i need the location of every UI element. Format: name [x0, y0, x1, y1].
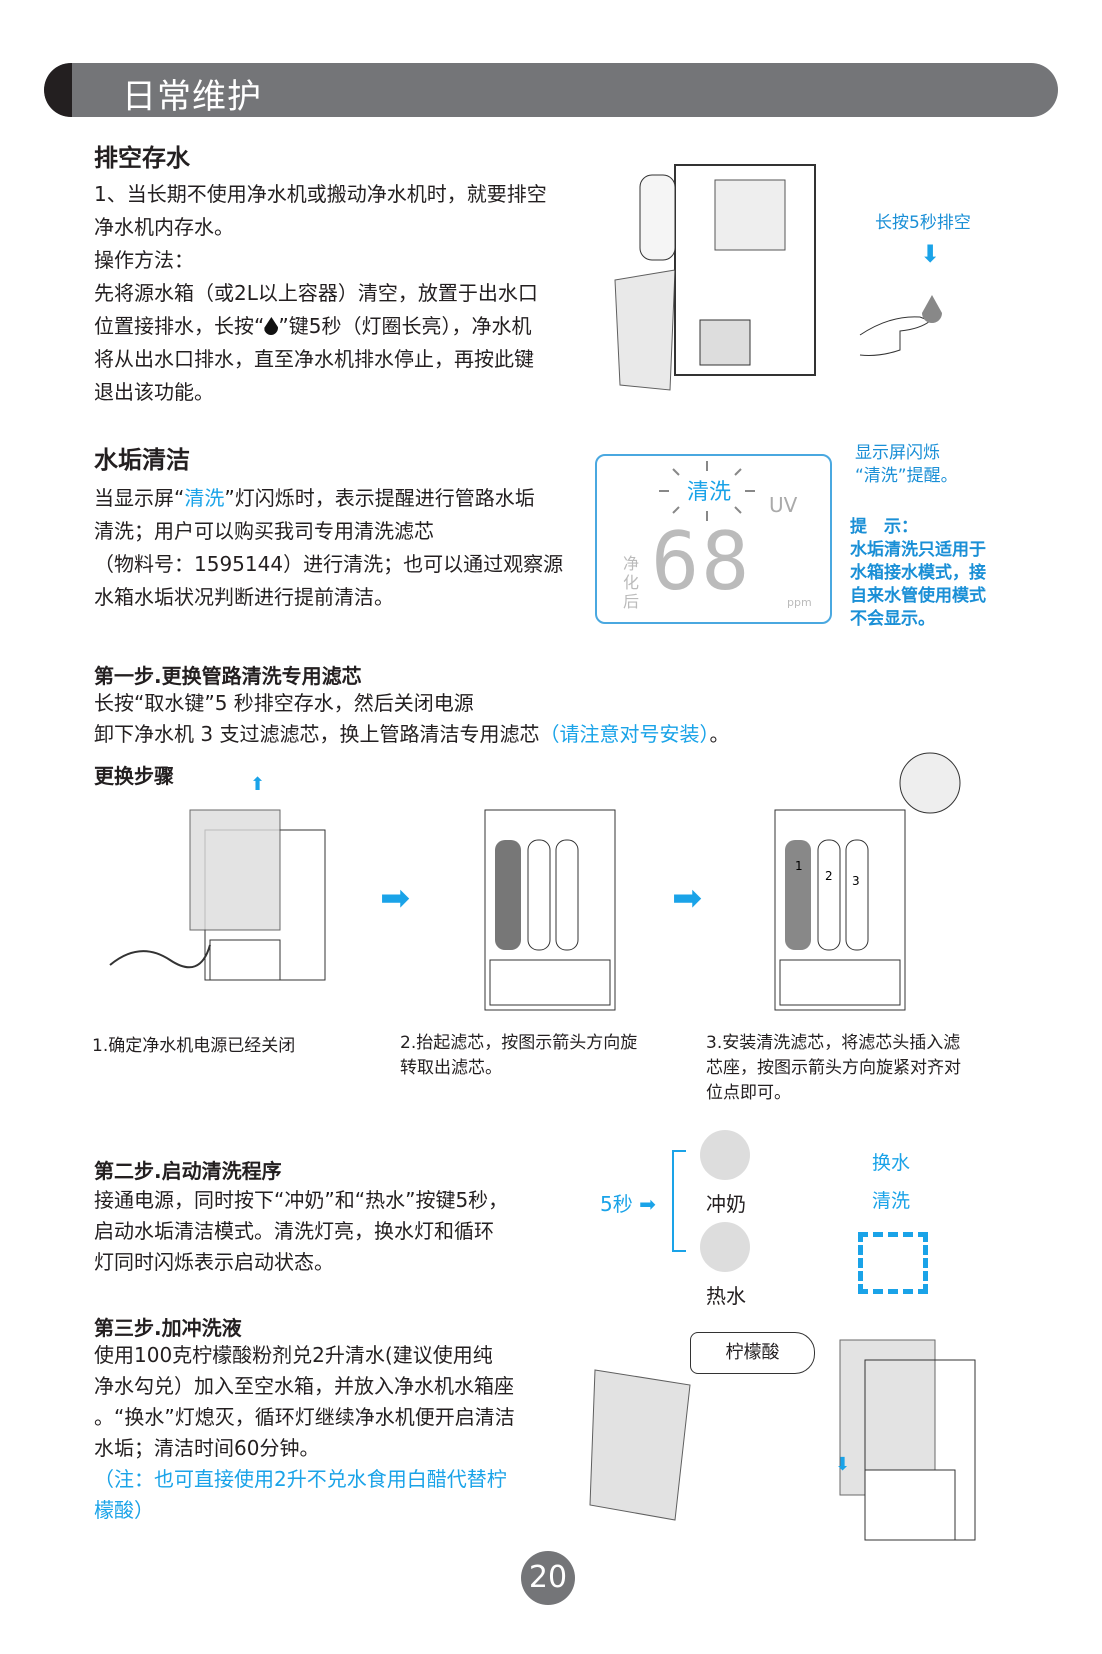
text-line: 1.确定净水机电源已经关闭: [92, 1036, 296, 1056]
caption-3: 3.安装清洗滤芯，将滤芯头插入滤芯座，按图示箭头方向旋紧对齐对位点即可。: [706, 1031, 961, 1106]
step3-illustration: 1 2 3: [774, 752, 961, 1011]
text-line: 接通电源，同时按下“冲奶”和“热水”按键5秒，: [94, 1188, 509, 1212]
text-line: 。“换水”灯熄灭，循环灯继续净水机便开启清洁: [94, 1405, 515, 1429]
filter-number: 1: [795, 859, 803, 873]
text-line: 位置接排水，长按“ ”键5秒（灯圈长亮），净水机: [94, 310, 547, 343]
arrow-right-icon: ➡: [672, 878, 703, 919]
text-line: 2.抬起滤芯，按图示箭头方向旋: [400, 1033, 638, 1053]
highlight-text: （请注意对号安装）: [539, 722, 710, 746]
caption-2: 2.抬起滤芯，按图示箭头方向旋转取出滤芯。: [400, 1031, 637, 1081]
change-water-indicator: 换水: [872, 1152, 911, 1174]
text-line: 灯同时闪烁表示启动状态。: [94, 1250, 334, 1274]
replace-steps-heading: 更换步骤: [94, 764, 174, 788]
text-line: 水箱接水模式，接: [850, 563, 986, 583]
hot-water-button-icon[interactable]: [700, 1222, 750, 1272]
text-line: 水垢；清洁时间60分钟。: [94, 1436, 320, 1460]
arrow-right-icon: ➡: [380, 878, 411, 919]
text-line: 水垢清洗只适用于: [850, 540, 986, 560]
clean-indicator: 清洗: [872, 1190, 911, 1212]
lcd-display: 清洗 UV 净化后 68 ppm: [595, 454, 832, 624]
highlight-text: 清洗: [184, 486, 225, 510]
step3-heading: 第三步.加冲洗液: [94, 1316, 242, 1340]
text-line: 卸下净水机 3 支过滤滤芯，换上管路清洁专用滤芯（请注意对号安装）。: [94, 719, 729, 750]
citric-acid-bottle-label: 柠檬酸: [690, 1332, 815, 1374]
lcd-value: 68: [651, 515, 752, 608]
lcd-uv-label: UV: [769, 493, 798, 517]
caption-1: 1.确定净水机电源已经关闭: [92, 1034, 295, 1059]
lcd-note: 显示屏闪烁 “清洗”提醒。: [855, 442, 958, 488]
milk-button-icon[interactable]: [700, 1130, 750, 1180]
text: ”键5秒（灯圈长亮），净水机: [278, 314, 532, 338]
water-purifier-illustration: [614, 164, 816, 391]
svg-text:⬇: ⬇: [835, 1454, 850, 1475]
text-line: 3.安装清洗滤芯，将滤芯头插入滤: [706, 1033, 961, 1053]
section-title: 日常维护: [122, 77, 262, 117]
step2-illustration: [484, 809, 616, 1011]
text-line: 先将源水箱（或2L以上容器）清空，放置于出水口: [94, 281, 538, 305]
step2-heading: 第二步.启动清洗程序: [94, 1159, 282, 1183]
text-line: 芯座，按图示箭头方向旋紧对齐对: [706, 1058, 961, 1078]
text-line: 退出该功能。: [94, 380, 214, 404]
svg-text:⬆: ⬆: [250, 774, 265, 795]
text: 位置接排水，长按“: [94, 314, 265, 338]
text-line: 转取出滤芯。: [400, 1058, 502, 1078]
milk-button-label: 冲奶: [706, 1192, 746, 1216]
display-segments-icon: [858, 1232, 928, 1294]
drain-illus-label: 长按5秒排空: [875, 213, 971, 233]
lcd-after-label: 净化后: [623, 554, 640, 611]
hot-water-button-label: 热水: [706, 1284, 746, 1308]
text: ”灯闪烁时，表示提醒进行管路水垢: [224, 486, 535, 510]
filter-number: 3: [852, 874, 860, 888]
water-tank-illustration: [589, 1369, 691, 1521]
tip-note: 提 示： 水垢清洗只适用于 水箱接水模式，接 自来水管使用模式 不会显示。: [850, 516, 986, 631]
drain-body: 1、当长期不使用净水机或搬动净水机时，就要排空 净水机内存水。 操作方法： 先将…: [94, 178, 547, 409]
text-line: （物料号：1595144）进行清洗；也可以通过观察源: [94, 552, 564, 576]
tip-title: 提 示：: [850, 517, 918, 537]
text-line: 不会显示。: [850, 609, 935, 629]
lcd-clean-label: 清洗: [687, 480, 732, 505]
arrow-right-icon: ➡: [639, 1192, 656, 1216]
scale-heading: 水垢清洁: [94, 446, 190, 474]
step1-heading: 第一步.更换管路清洗专用滤芯: [94, 664, 362, 688]
text-line: 使用100克柠檬酸粉剂兑2升清水(建议使用纯: [94, 1343, 493, 1367]
timer-label: 5秒 ➡: [600, 1188, 656, 1217]
text-line: 自来水管使用模式: [850, 586, 986, 606]
text-line: 当显示屏“清洗”灯闪烁时，表示提醒进行管路水垢: [94, 482, 563, 515]
finger-press-icon: [859, 295, 942, 356]
note-line: （注：也可直接使用2升不兑水食用白醋代替柠: [94, 1467, 507, 1491]
step3-body: 使用100克柠檬酸粉剂兑2升清水(建议使用纯 净水勾兑）加入至空水箱，并放入净水…: [94, 1340, 515, 1526]
blink-rays-icon: [659, 461, 755, 521]
text: 。: [709, 722, 730, 746]
text: 卸下净水机 3 支过滤滤芯，换上管路清洁专用滤芯: [94, 722, 540, 746]
step1-illustration: ⬆: [109, 774, 326, 981]
lcd-unit: ppm: [787, 596, 812, 609]
text-line: 显示屏闪烁: [855, 443, 940, 463]
section-header-bar: 日常维护: [44, 63, 1058, 117]
text-line: 水箱水垢状况判断进行提前清洁。: [94, 585, 394, 609]
text-line: “清洗”提醒。: [855, 466, 958, 486]
arrow-down-icon: ⬇: [920, 240, 941, 268]
timer-text: 5秒: [600, 1192, 633, 1216]
scale-body: 当显示屏“清洗”灯闪烁时，表示提醒进行管路水垢 清洗；用户可以购买我司专用清洗滤…: [94, 482, 563, 614]
step1-body: 长按“取水键”5 秒排空存水，然后关闭电源 卸下净水机 3 支过滤滤芯，换上管路…: [94, 688, 729, 750]
text-line: 净水机内存水。: [94, 215, 234, 239]
note-line: 檬酸）: [94, 1498, 154, 1522]
text-line: 清洗；用户可以购买我司专用清洗滤芯: [94, 519, 434, 543]
text: 当显示屏“: [94, 486, 185, 510]
bracket: [672, 1150, 686, 1252]
text-line: 长按“取水键”5 秒排空存水，然后关闭电源: [94, 691, 474, 715]
text-line: 将从出水口排水，直至净水机排水停止，再按此键: [94, 347, 534, 371]
water-drop-icon: [264, 317, 279, 335]
page-number: 20: [521, 1551, 575, 1605]
machine-tank-illustration: ⬇: [835, 1339, 976, 1541]
header-cap: [44, 63, 72, 117]
text-line: 操作方法：: [94, 248, 194, 272]
drain-heading: 排空存水: [94, 144, 190, 172]
step2-body: 接通电源，同时按下“冲奶”和“热水”按键5秒， 启动水垢清洁模式。清洗灯亮，换水…: [94, 1185, 508, 1278]
text-line: 启动水垢清洁模式。清洗灯亮，换水灯和循环: [94, 1219, 494, 1243]
filter-number: 2: [825, 869, 833, 883]
text-line: 1、当长期不使用净水机或搬动净水机时，就要排空: [94, 182, 547, 206]
text-line: 净水勾兑）加入至空水箱，并放入净水机水箱座: [94, 1374, 514, 1398]
text-line: 位点即可。: [706, 1083, 791, 1103]
